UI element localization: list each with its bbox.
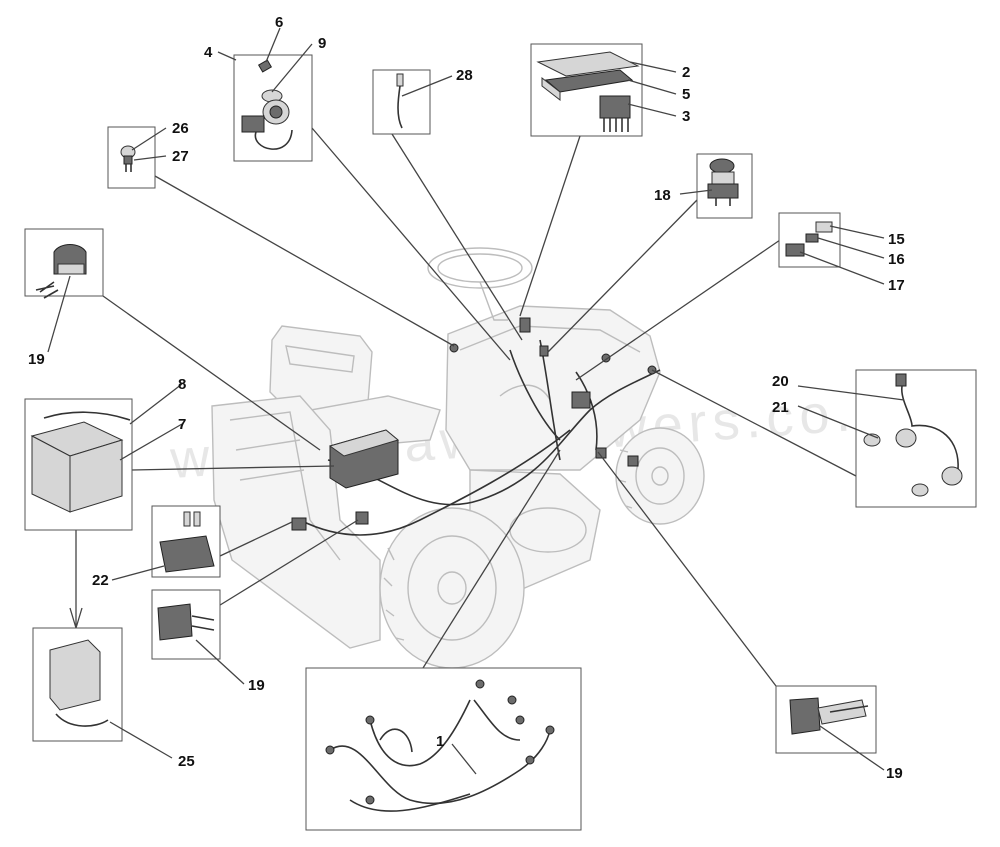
connector-pins xyxy=(603,118,629,132)
pto-switch-box xyxy=(696,153,753,219)
relay-box xyxy=(151,505,221,578)
callout-22: 22 xyxy=(92,572,109,589)
callout-labels: 4 6 9 26 27 28 2 5 3 18 15 16 17 19 8 7 … xyxy=(28,14,905,782)
callout-25: 25 xyxy=(178,753,195,770)
callout-27: 27 xyxy=(172,148,189,165)
switch-box-right xyxy=(775,685,877,754)
callout-9: 9 xyxy=(318,35,326,52)
callout-20: 20 xyxy=(772,373,789,390)
battery-on-tractor xyxy=(328,429,400,489)
callout-17: 17 xyxy=(888,277,905,294)
control-module-box xyxy=(530,43,643,137)
charger-box xyxy=(32,627,123,742)
callout-4: 4 xyxy=(204,44,213,61)
callout-19-right: 19 xyxy=(886,765,903,782)
callout-pointers xyxy=(47,27,905,775)
connector-set-box xyxy=(778,212,841,268)
callout-21: 21 xyxy=(772,399,789,416)
callout-28: 28 xyxy=(456,67,473,84)
callout-15: 15 xyxy=(888,231,905,248)
callout-16: 16 xyxy=(888,251,905,268)
sensor-lead-box xyxy=(372,69,431,135)
callout-1: 1 xyxy=(436,733,444,750)
callout-19-middle: 19 xyxy=(248,677,265,694)
ignition-switch-box xyxy=(233,54,313,162)
callout-5: 5 xyxy=(682,86,690,103)
callout-6: 6 xyxy=(275,14,283,31)
fuse-holder-box xyxy=(107,126,156,189)
headlight-box xyxy=(855,369,977,508)
wiring-harness-box xyxy=(305,667,582,831)
callout-3: 3 xyxy=(682,108,690,125)
callout-7: 7 xyxy=(178,416,186,433)
harness-on-tractor xyxy=(299,339,661,536)
callout-19-left: 19 xyxy=(28,351,45,368)
switch-box-left xyxy=(24,228,104,299)
leader-lines xyxy=(69,127,857,687)
switches-on-tractor xyxy=(291,317,657,531)
battery-box xyxy=(24,398,133,531)
callout-2: 2 xyxy=(682,64,690,81)
callout-8: 8 xyxy=(178,376,186,393)
callout-18: 18 xyxy=(654,187,671,204)
callout-26: 26 xyxy=(172,120,189,137)
switch-box-middle xyxy=(151,589,221,660)
